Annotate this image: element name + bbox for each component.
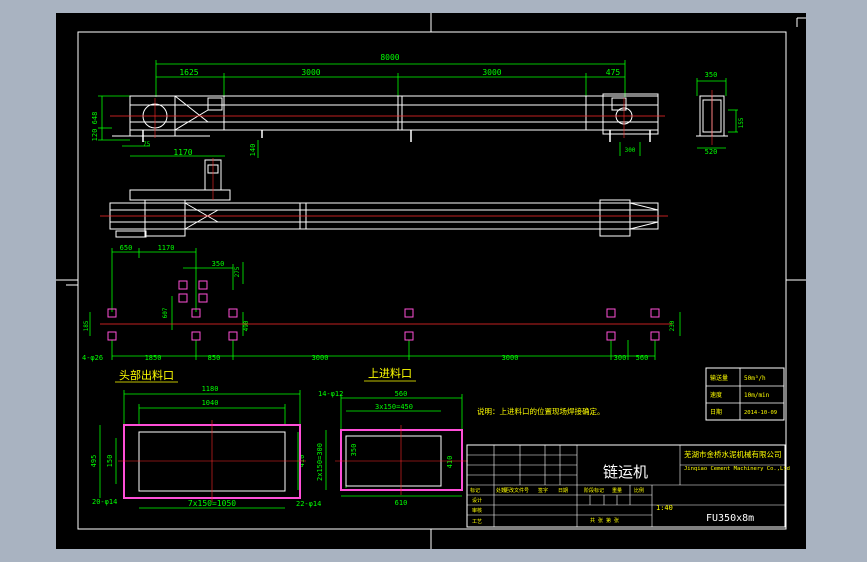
dim-230: 230 bbox=[669, 320, 676, 331]
dim-holes-14: 14-φ12 bbox=[318, 390, 343, 398]
dim-560: 560 bbox=[636, 354, 649, 362]
tb-r-sheet: 共 张 第 张 bbox=[590, 517, 619, 524]
dim-475: 475 bbox=[606, 68, 621, 77]
end-view: 350 520 155 bbox=[696, 71, 745, 156]
tb-h-mark: 标记 bbox=[470, 487, 480, 494]
plan-view bbox=[100, 158, 668, 238]
dim-155-end: 155 bbox=[738, 117, 745, 128]
side-view: 8000 1625 3000 3000 475 648 120 75 1170 … bbox=[91, 53, 665, 158]
tb-h-count: 处数 bbox=[496, 487, 506, 494]
tb-h-date: 日期 bbox=[558, 488, 568, 494]
dim-1040: 1040 bbox=[202, 399, 219, 407]
tb-h-sign: 签字 bbox=[538, 487, 548, 494]
dim-520-end: 520 bbox=[705, 148, 718, 156]
tb-r-craft: 工艺 bbox=[472, 519, 482, 525]
title-block: 链运机 芜湖市金桥水泥机械有限公司 Jinqiao Cement Machine… bbox=[466, 444, 790, 528]
tech-value-date: 2014-10-09 bbox=[744, 410, 777, 416]
company-cn: 芜湖市金桥水泥机械有限公司 bbox=[684, 449, 782, 459]
dim-1180: 1180 bbox=[202, 385, 219, 393]
dim-495: 495 bbox=[90, 455, 98, 468]
dim-holes-26: 4-φ26 bbox=[82, 354, 103, 362]
tb-r-design: 设计 bbox=[472, 497, 482, 504]
dim-1625: 1625 bbox=[179, 68, 198, 77]
tb-r-check: 审核 bbox=[472, 507, 482, 514]
dim-pitch-1050: 7x150=1050 bbox=[188, 499, 236, 508]
dim-140: 140 bbox=[249, 144, 257, 157]
dim-pitch-300: 2x150=300 bbox=[316, 443, 324, 481]
dim-1170: 1170 bbox=[173, 148, 192, 157]
tb-h-weight: 重量 bbox=[612, 487, 622, 494]
dim-3000-a: 3000 bbox=[301, 68, 320, 77]
dim-350-inlet: 350 bbox=[350, 444, 358, 457]
dim-300: 300 bbox=[625, 147, 636, 154]
dim-350-plan: 350 bbox=[212, 260, 225, 268]
dim-650: 650 bbox=[120, 244, 133, 252]
tech-label-date: 日期 bbox=[710, 408, 722, 416]
dim-3000-c: 3000 bbox=[312, 354, 329, 362]
dim-410-inlet: 410 bbox=[446, 456, 454, 469]
model-number: FU350x8m bbox=[706, 513, 754, 524]
dim-120: 120 bbox=[91, 129, 99, 142]
tech-value-capacity: 50m³/h bbox=[744, 375, 766, 382]
label-top-inlet: 上进料口 bbox=[368, 366, 412, 380]
dim-holes-20: 20-φ14 bbox=[92, 498, 117, 506]
foundation-plan: 650 1170 350 275 607 185 490 230 4-φ26 1… bbox=[82, 244, 681, 383]
dim-490: 490 bbox=[243, 320, 250, 331]
label-head-outlet: 头部出料口 bbox=[119, 368, 174, 382]
inlet-detail: 14-φ12 560 3x150=450 2x150=300 350 410 6… bbox=[316, 390, 468, 507]
dim-3000-b: 3000 bbox=[482, 68, 501, 77]
dim-648: 648 bbox=[91, 112, 99, 125]
dim-holes-22: 22-φ14 bbox=[296, 500, 321, 508]
dim-75: 75 bbox=[143, 141, 151, 148]
corner-marks bbox=[796, 17, 806, 27]
dim-350-end: 350 bbox=[705, 71, 718, 79]
dim-607: 607 bbox=[162, 307, 169, 318]
dim-1170-plan: 1170 bbox=[158, 244, 175, 252]
tb-h-docno: 更改文件号 bbox=[504, 487, 529, 494]
dim-185: 185 bbox=[83, 320, 90, 331]
tb-h-scale: 比例 bbox=[634, 487, 644, 494]
tech-label-speed: 速度 bbox=[710, 391, 722, 399]
note-text: 说明：上进料口的位置现场焊接确定。 bbox=[477, 406, 605, 416]
tech-value-speed: 10m/min bbox=[744, 392, 770, 399]
dim-total: 8000 bbox=[380, 53, 399, 62]
scale-value: 1:40 bbox=[656, 504, 673, 512]
dim-850: 850 bbox=[208, 354, 221, 362]
dim-3000-d: 3000 bbox=[502, 354, 519, 362]
dim-275: 275 bbox=[234, 266, 241, 277]
dim-pitch-450: 3x150=450 bbox=[375, 403, 413, 411]
dim-300-b: 300 bbox=[614, 354, 627, 362]
tech-label-capacity: 输送量 bbox=[710, 374, 728, 382]
tech-param-table: 输送量 50m³/h 速度 10m/min 日期 2014-10-09 bbox=[705, 367, 785, 421]
outlet-detail: 1180 1040 495 150 410 7x150=1050 20-φ14 … bbox=[90, 385, 321, 509]
dim-150-outlet: 150 bbox=[106, 455, 114, 468]
tb-h-stage: 阶段标记 bbox=[584, 487, 604, 494]
sheet-center-marks bbox=[56, 13, 806, 549]
dim-1850: 1850 bbox=[145, 354, 162, 362]
company-en: Jinqiao Cement Machinery Co.,Ltd bbox=[684, 466, 790, 472]
title-text: 链运机 bbox=[603, 463, 648, 481]
dim-560-inlet: 560 bbox=[395, 390, 408, 398]
dim-610: 610 bbox=[395, 499, 408, 507]
